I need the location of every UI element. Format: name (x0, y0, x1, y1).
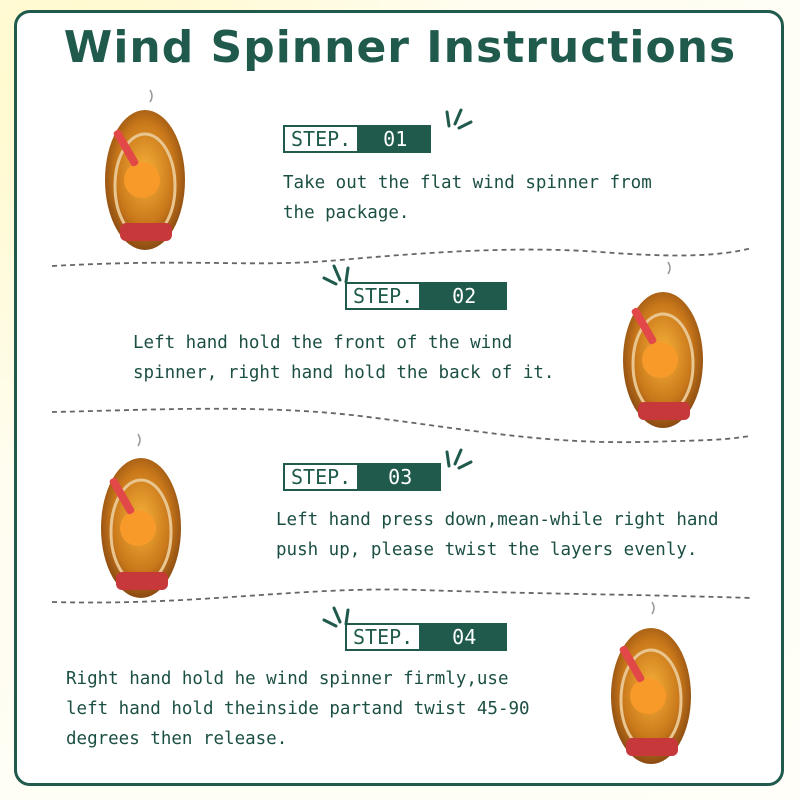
step-text-1: Take out the flat wind spinner from the … (283, 168, 652, 228)
step-text-line: Right hand hold he wind spinner firmly,u… (66, 669, 509, 689)
wind-spinner-image-2 (623, 261, 703, 428)
step-text-line: degrees then release. (66, 729, 288, 749)
step-label: STEP. (345, 282, 422, 310)
wavy-divider (51, 588, 753, 604)
step-badge-3: STEP. 03 (283, 463, 442, 491)
page-title: Wind Spinner Instructions (63, 22, 737, 73)
step-text-line: left hand hold theinside partand twist 4… (66, 699, 530, 719)
step-text-4: Right hand hold he wind spinner firmly,u… (66, 664, 530, 754)
spark-icon (322, 264, 350, 286)
step-label: STEP. (283, 463, 360, 491)
wind-spinner-image-4 (611, 601, 691, 764)
step-text-3: Left hand press down,mean-while right ha… (276, 505, 719, 565)
step-number: 04 (421, 623, 508, 651)
spark-icon (445, 108, 473, 130)
step-text-line: Left hand press down,mean-while right ha… (276, 510, 719, 530)
step-number: 02 (421, 282, 508, 310)
step-text-line: the package. (283, 203, 410, 223)
step-label: STEP. (345, 623, 422, 651)
step-badge-1: STEP. 01 (283, 125, 432, 153)
wind-spinner-image-1 (105, 89, 185, 250)
step-text-2: Left hand hold the front of the wind spi… (133, 328, 554, 388)
step-number: 03 (359, 463, 442, 491)
step-number: 01 (359, 125, 432, 153)
step-text-line: spinner, right hand hold the back of it. (133, 363, 555, 383)
step-text-line: push up, please twist the layers evenly. (276, 540, 698, 560)
step-label: STEP. (283, 125, 360, 153)
step-text-line: Left hand hold the front of the wind (133, 333, 513, 353)
spark-icon (322, 606, 350, 628)
wavy-divider (51, 247, 753, 267)
wavy-divider (51, 407, 753, 444)
step-text-line: Take out the flat wind spinner from (283, 173, 652, 193)
step-badge-4: STEP. 04 (345, 623, 508, 651)
step-badge-2: STEP. 02 (345, 282, 508, 310)
wind-spinner-image-3 (101, 433, 181, 598)
spark-icon (445, 448, 473, 470)
